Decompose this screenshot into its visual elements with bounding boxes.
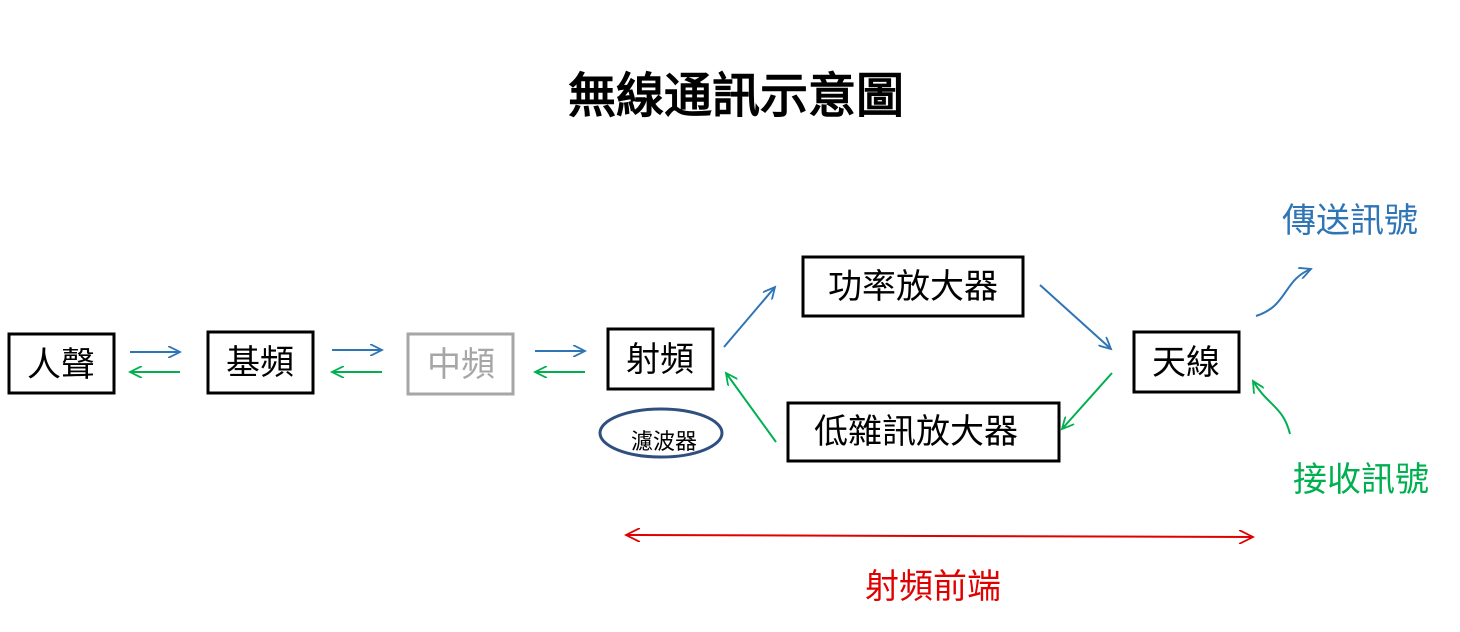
rf-front-end-label: 射頻前端 xyxy=(865,567,1001,607)
node-antenna: 天線 xyxy=(1132,330,1241,394)
transmit-signal-label: 傳送訊號 xyxy=(1282,201,1418,241)
arrow-transmit-signal xyxy=(1255,269,1311,317)
filter-label: 濾波器 xyxy=(631,430,697,455)
node-voice: 人聲 xyxy=(7,332,116,395)
node-baseband: 基頻 xyxy=(206,330,315,395)
node-power-amplifier-label: 功率放大器 xyxy=(828,267,998,307)
arrow-rf-to-power-amplifier xyxy=(723,287,775,348)
arrow-power-amplifier-to-antenna xyxy=(1039,284,1111,349)
filter: 濾波器 xyxy=(598,407,724,459)
node-lna-label: 低雜訊放大器 xyxy=(814,412,1018,452)
node-baseband-label: 基頻 xyxy=(226,343,294,383)
node-voice-label: 人聲 xyxy=(27,345,95,385)
node-antenna-label: 天線 xyxy=(1152,343,1220,383)
arrow-pair-intermediate-rf xyxy=(535,351,585,372)
node-rf-label: 射頻 xyxy=(626,340,694,380)
node-intermediate-label: 中頻 xyxy=(427,345,495,385)
arrow-lna-to-rf xyxy=(726,373,777,443)
node-power-amplifier: 功率放大器 xyxy=(801,255,1025,318)
node-lna: 低雜訊放大器 xyxy=(786,401,1061,463)
arrow-antenna-to-lna xyxy=(1062,372,1113,429)
arrow-pair-baseband-intermediate xyxy=(332,350,382,372)
arrow-receive-signal xyxy=(1253,381,1291,435)
diagram-title: 無線通訊示意圖 xyxy=(568,68,904,124)
receive-signal-label: 接收訊號 xyxy=(1293,460,1429,500)
rf-front-end-span-arrow xyxy=(626,535,1253,537)
arrow-pair-voice-baseband xyxy=(130,352,180,372)
node-intermediate: 中頻 xyxy=(406,332,515,396)
node-rf: 射頻 xyxy=(606,327,715,391)
